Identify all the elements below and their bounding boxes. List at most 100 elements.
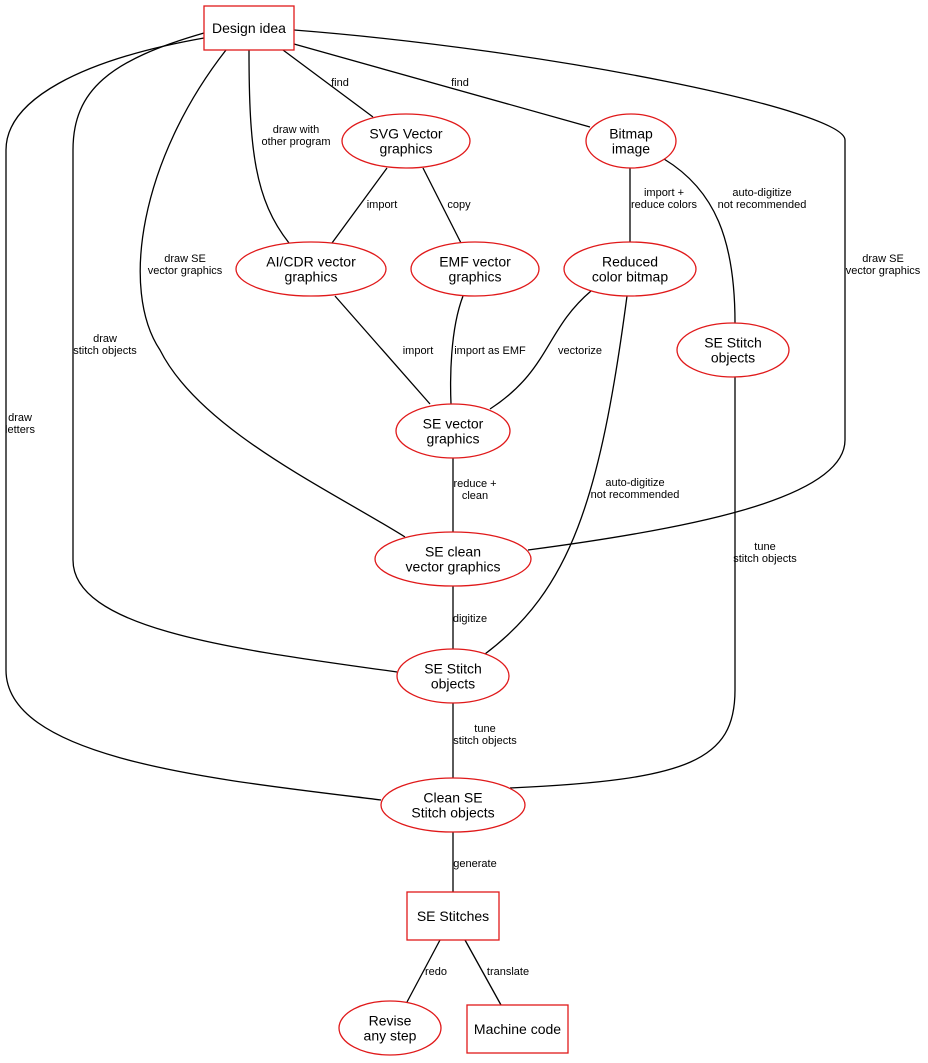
node-ellipse (395, 403, 511, 459)
node-label-line: SE Stitches (417, 908, 489, 924)
edge-label-line: import + (644, 187, 684, 199)
edge-line (464, 939, 502, 1006)
edge-line (72, 32, 398, 673)
edge-label: import (367, 199, 398, 211)
edge-label-line: redo (425, 966, 447, 978)
edge-se-stitches-to-machine-code: translate (464, 939, 529, 1006)
node-ellipse (676, 322, 790, 378)
edge-label: vectorize (558, 345, 602, 357)
edge-label: import (403, 345, 434, 357)
edge-label-line: auto-digitize (732, 187, 791, 199)
edge-label: find (451, 77, 469, 89)
edge-label-line: tune (474, 723, 495, 735)
node-label-line: objects (431, 676, 475, 692)
edge-line (334, 295, 431, 405)
edge-bitmap-image-to-reduced-color-bitmap: import +reduce colors (629, 168, 698, 242)
edge-ai-cdr-vector-graphics-to-se-vector-graphics: import (334, 295, 434, 405)
edge-label-line: stitch objects (73, 345, 137, 357)
node-label-line: Revise (369, 1013, 412, 1029)
edge-label: generate (453, 858, 496, 870)
edge-line (5, 37, 382, 801)
edge-label-line: generate (453, 858, 496, 870)
edge-label-line: reduce colors (631, 199, 698, 211)
node-label-line: AI/CDR vector (266, 254, 356, 270)
node-box (466, 1004, 569, 1054)
edge-label: import as EMF (454, 345, 526, 357)
node-label-line: Design idea (212, 20, 286, 36)
edge-design-idea-to-bitmap-image: find (293, 43, 591, 128)
node-ellipse (380, 777, 526, 833)
edge-line (331, 167, 388, 244)
node-machine: Machine code (466, 1004, 569, 1054)
edge-label: reduce +clean (453, 478, 496, 502)
edge-label-line: digitize (453, 613, 487, 625)
node-label-line: Clean SE (423, 790, 482, 806)
edge-label-line: draw (8, 412, 32, 424)
edge-label-line: copy (447, 199, 471, 211)
node-ellipse (563, 241, 697, 297)
edge-label-line: not recommended (591, 489, 680, 501)
node-label-line: graphics (380, 141, 433, 157)
edge-clean-se-stitch-objects-to-se-stitches: generate (452, 832, 497, 892)
edge-line (484, 295, 628, 655)
edge-line (248, 49, 290, 244)
edge-label-line: vector graphics (148, 265, 223, 277)
node-label-line: SE clean (425, 544, 481, 560)
edge-label-line: draw with (273, 124, 319, 136)
edge-label-line: clean (462, 490, 488, 502)
edge-line (282, 49, 374, 118)
edge-label-line: import (403, 345, 434, 357)
node-ellipse (341, 113, 471, 169)
edge-line (422, 167, 462, 244)
edge-label-line: find (331, 77, 349, 89)
node-label-line: EMF vector (439, 254, 511, 270)
node-label-line: Reduced (602, 254, 658, 270)
node-label: Design idea (212, 20, 286, 36)
edge-svg-vector-graphics-to-ai-cdr-vector-graphics: import (331, 167, 398, 244)
node-label-line: SE Stitch (424, 661, 482, 677)
edge-label-line: import (367, 199, 398, 211)
edge-design-idea-to-svg-vector-graphics: find (282, 49, 374, 118)
edge-reduced-color-bitmap-to-se-vector-graphics: vectorize (489, 290, 602, 410)
edge-label-line: tune (754, 541, 775, 553)
edge-line (406, 939, 441, 1003)
node-label-line: SE vector (423, 416, 484, 432)
edge-line (293, 29, 846, 551)
edge-se-clean-vector-graphics-to-se-stitch-objects: digitize (452, 586, 487, 649)
node-label-line: graphics (285, 269, 338, 285)
node-label-line: color bitmap (592, 269, 668, 285)
edge-label-line: find (451, 77, 469, 89)
edge-line (449, 295, 464, 405)
node-ellipse (374, 531, 532, 587)
edge-label-line: vector graphics (846, 265, 921, 277)
node-label-line: objects (711, 350, 755, 366)
